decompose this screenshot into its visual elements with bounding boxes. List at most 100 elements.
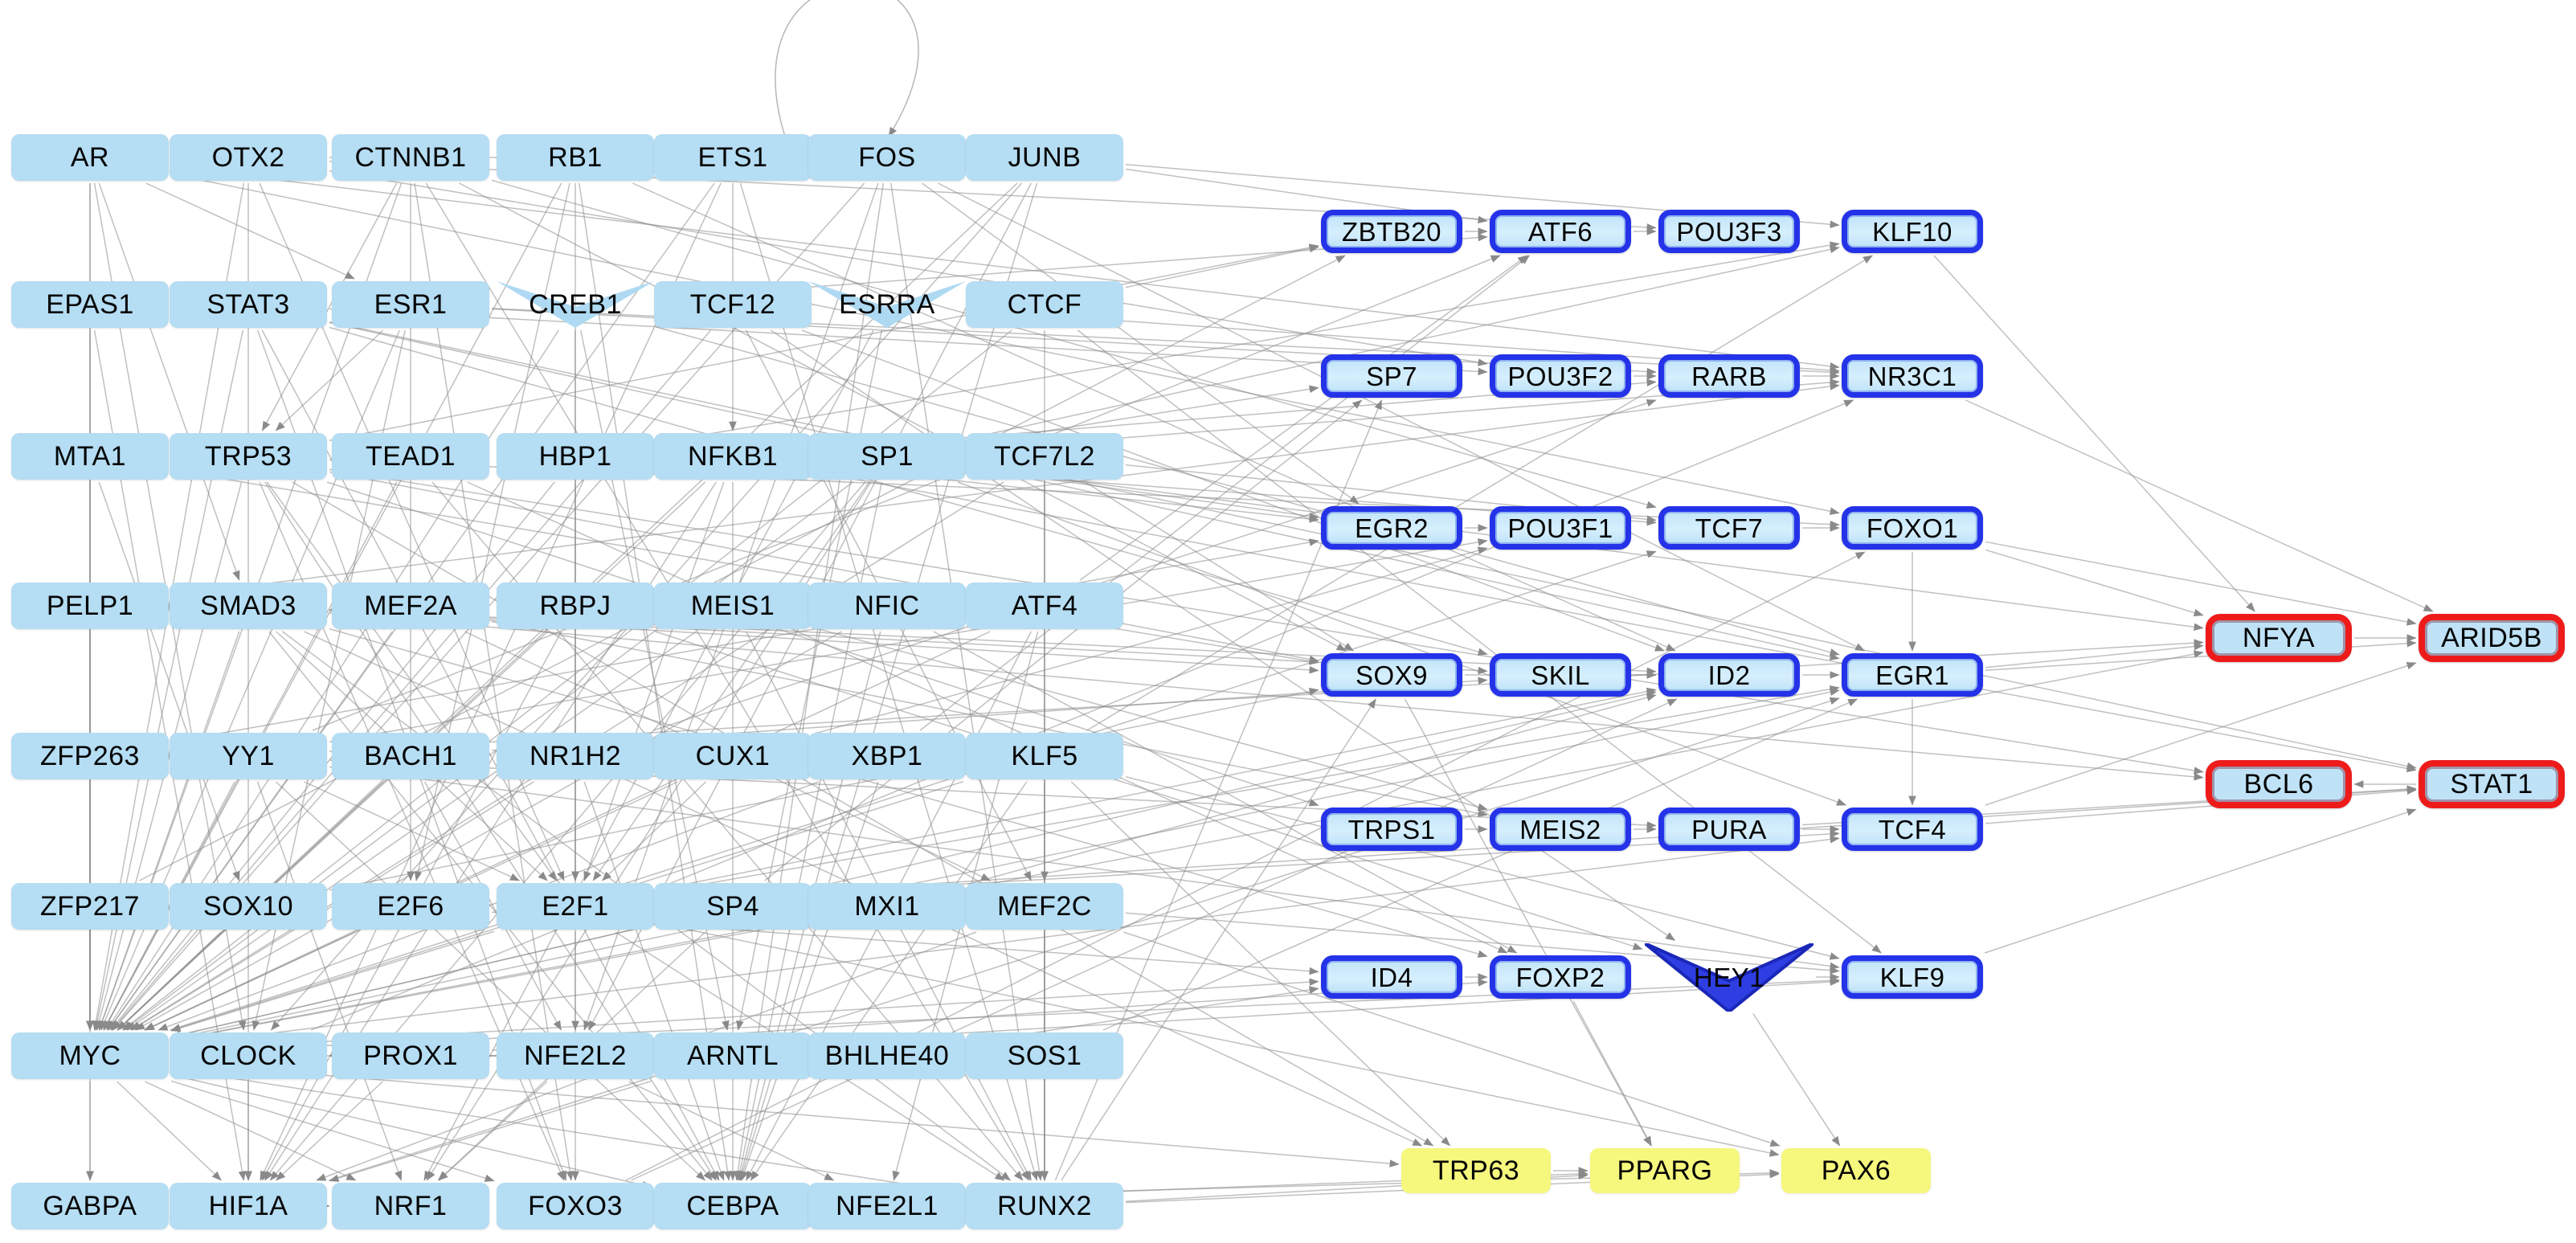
node-label: JUNB (1008, 142, 1082, 173)
node-e2f1[interactable]: E2F1 (497, 883, 654, 930)
node-zbtb20[interactable]: ZBTB20 (1321, 210, 1462, 253)
node-hey1[interactable]: HEY1 (1645, 942, 1813, 1012)
node-fos[interactable]: FOS (808, 134, 966, 181)
edge-trp53-bcl6 (329, 468, 2204, 775)
edge-sos1-egr1 (1102, 698, 1858, 1031)
node-nfe2l1[interactable]: NFE2L1 (808, 1183, 966, 1229)
node-mta1[interactable]: MTA1 (11, 433, 169, 480)
node-foxo1[interactable]: FOXO1 (1842, 506, 1983, 550)
node-clock[interactable]: CLOCK (170, 1032, 327, 1079)
node-nfe2l2[interactable]: NFE2L2 (497, 1032, 654, 1079)
node-nrf1[interactable]: NRF1 (332, 1183, 489, 1229)
node-cebpa[interactable]: CEBPA (654, 1183, 812, 1229)
node-rbpj[interactable]: RBPJ (497, 583, 654, 629)
node-egr1[interactable]: EGR1 (1842, 653, 1983, 697)
node-tead1[interactable]: TEAD1 (332, 433, 489, 480)
edge-ctnnb1-runx2 (425, 182, 1030, 1181)
node-klf5[interactable]: KLF5 (966, 733, 1123, 779)
node-bcl6[interactable]: BCL6 (2206, 760, 2352, 808)
node-tcf12[interactable]: TCF12 (654, 281, 812, 328)
node-meis2[interactable]: MEIS2 (1490, 808, 1631, 851)
edge-myc-tcf7 (170, 550, 1657, 1031)
node-nfic[interactable]: NFIC (808, 583, 966, 629)
node-pax6[interactable]: PAX6 (1781, 1148, 1931, 1193)
node-skil[interactable]: SKIL (1490, 653, 1631, 697)
node-label: SOX9 (1355, 660, 1429, 690)
node-arntl[interactable]: ARNTL (654, 1032, 812, 1079)
node-egr2[interactable]: EGR2 (1321, 506, 1462, 550)
node-runx2[interactable]: RUNX2 (966, 1183, 1123, 1229)
node-xbp1[interactable]: XBP1 (808, 733, 966, 779)
node-tcf7l2[interactable]: TCF7L2 (966, 433, 1123, 480)
node-esr1[interactable]: ESR1 (332, 281, 489, 328)
node-e2f6[interactable]: E2F6 (332, 883, 489, 930)
node-smad3[interactable]: SMAD3 (170, 583, 327, 629)
node-zfp217[interactable]: ZFP217 (11, 883, 169, 930)
node-ar[interactable]: AR (11, 134, 169, 181)
node-id2[interactable]: ID2 (1658, 653, 1800, 697)
node-gabpa[interactable]: GABPA (11, 1183, 169, 1229)
node-label: NRF1 (374, 1191, 448, 1221)
node-zfp263[interactable]: ZFP263 (11, 733, 169, 779)
edge-mta1-sox10 (98, 481, 240, 881)
node-myc[interactable]: MYC (11, 1032, 169, 1079)
node-yy1[interactable]: YY1 (170, 733, 327, 779)
node-hif1a[interactable]: HIF1A (170, 1183, 327, 1229)
node-meis1[interactable]: MEIS1 (654, 583, 812, 629)
node-rb1[interactable]: RB1 (497, 134, 654, 181)
node-pou3f3[interactable]: POU3F3 (1658, 210, 1800, 253)
node-stat3[interactable]: STAT3 (170, 281, 327, 328)
node-trp63[interactable]: TRP63 (1401, 1148, 1551, 1193)
node-hbp1[interactable]: HBP1 (497, 433, 654, 480)
node-nr3c1[interactable]: NR3C1 (1842, 354, 1983, 398)
node-tcf4[interactable]: TCF4 (1842, 808, 1983, 851)
node-pou3f2[interactable]: POU3F2 (1490, 354, 1631, 398)
node-sp1[interactable]: SP1 (808, 433, 966, 480)
node-esrra[interactable]: ESRRA (808, 281, 966, 328)
node-stat1[interactable]: STAT1 (2419, 760, 2565, 808)
node-pura[interactable]: PURA (1658, 808, 1800, 851)
node-mef2c[interactable]: MEF2C (966, 883, 1123, 930)
node-klf9[interactable]: KLF9 (1842, 955, 1983, 999)
node-sp4[interactable]: SP4 (654, 883, 812, 930)
node-ctcf[interactable]: CTCF (966, 281, 1123, 328)
node-atf4[interactable]: ATF4 (966, 583, 1123, 629)
node-trp53[interactable]: TRP53 (170, 433, 327, 480)
node-ets1[interactable]: ETS1 (654, 134, 812, 181)
node-epas1[interactable]: EPAS1 (11, 281, 169, 328)
node-otx2[interactable]: OTX2 (170, 134, 327, 181)
node-atf6[interactable]: ATF6 (1490, 210, 1631, 253)
node-cux1[interactable]: CUX1 (654, 733, 812, 779)
node-foxp2[interactable]: FOXP2 (1490, 955, 1631, 999)
node-nr1h2[interactable]: NR1H2 (497, 733, 654, 779)
node-pparg[interactable]: PPARG (1590, 1148, 1740, 1193)
node-nfya[interactable]: NFYA (2206, 614, 2352, 662)
node-pelp1[interactable]: PELP1 (11, 583, 169, 629)
node-creb1[interactable]: CREB1 (497, 281, 654, 328)
node-prox1[interactable]: PROX1 (332, 1032, 489, 1079)
node-nfkb1[interactable]: NFKB1 (654, 433, 812, 480)
node-arid5b[interactable]: ARID5B (2419, 614, 2565, 662)
node-id4[interactable]: ID4 (1321, 955, 1462, 999)
node-pou3f1[interactable]: POU3F1 (1490, 506, 1631, 550)
node-klf10[interactable]: KLF10 (1842, 210, 1983, 253)
edge-atf4-myc (144, 631, 991, 1031)
node-label: BACH1 (364, 741, 457, 771)
node-sox9[interactable]: SOX9 (1321, 653, 1462, 697)
node-mef2a[interactable]: MEF2A (332, 583, 489, 629)
node-label: SOX10 (202, 891, 294, 922)
node-sp7[interactable]: SP7 (1321, 354, 1462, 398)
node-label: CREB1 (529, 289, 622, 320)
node-ctnnb1[interactable]: CTNNB1 (332, 134, 489, 181)
node-foxo3[interactable]: FOXO3 (497, 1183, 654, 1229)
node-bach1[interactable]: BACH1 (332, 733, 489, 779)
node-mxi1[interactable]: MXI1 (808, 883, 966, 930)
node-rarb[interactable]: RARB (1658, 354, 1800, 398)
node-bhlhe40[interactable]: BHLHE40 (808, 1032, 966, 1079)
node-sox10[interactable]: SOX10 (170, 883, 327, 930)
node-label: MEIS1 (690, 591, 775, 621)
node-sos1[interactable]: SOS1 (966, 1032, 1123, 1079)
node-junb[interactable]: JUNB (966, 134, 1123, 181)
node-trps1[interactable]: TRPS1 (1321, 808, 1462, 851)
node-tcf7[interactable]: TCF7 (1658, 506, 1800, 550)
